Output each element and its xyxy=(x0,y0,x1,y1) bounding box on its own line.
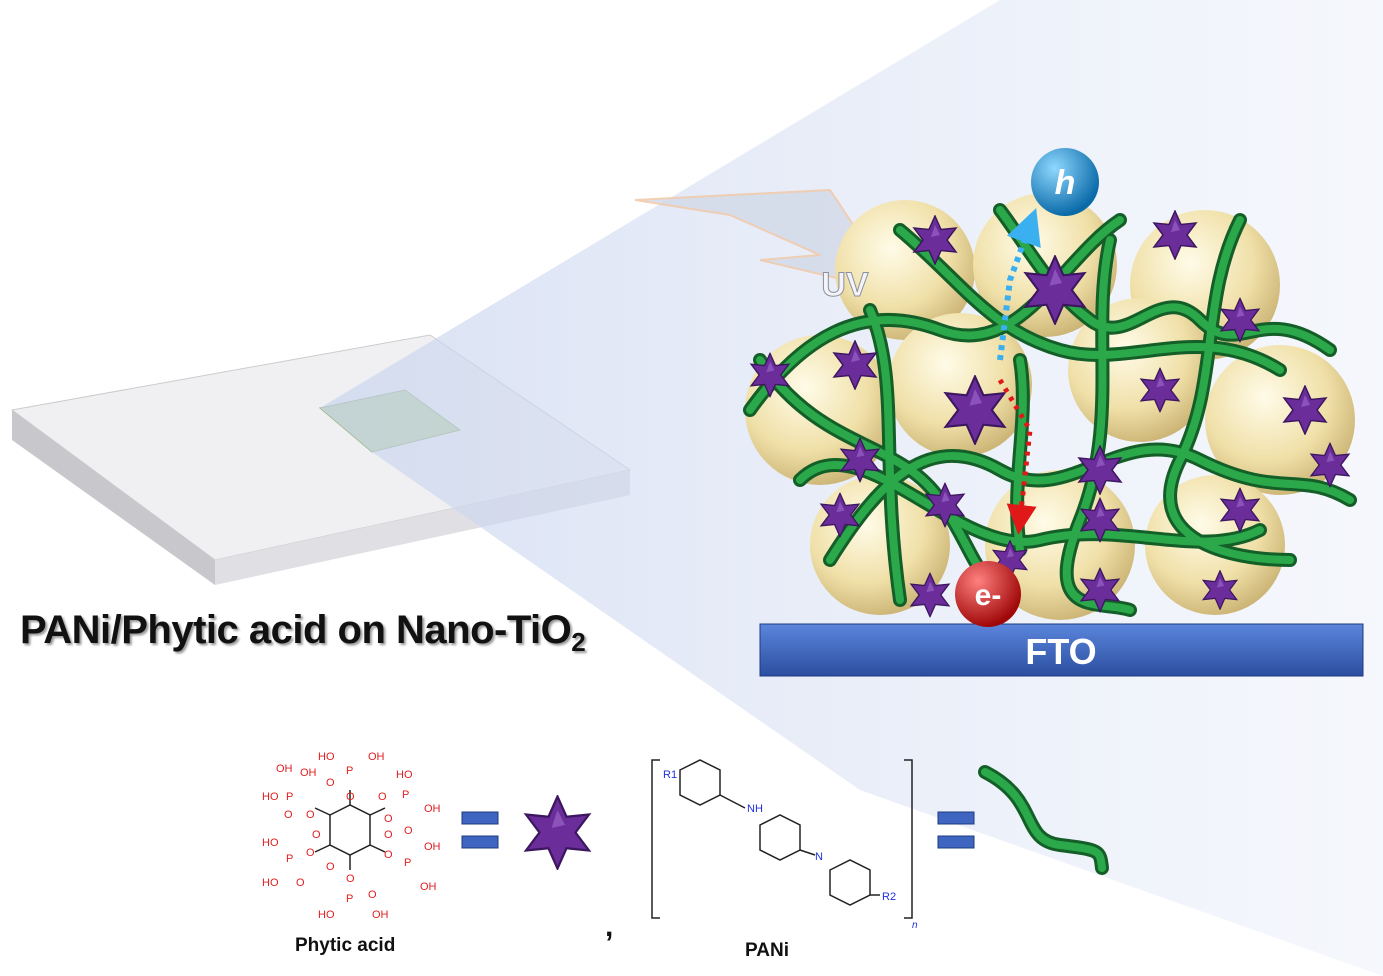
equals-sign-2 xyxy=(937,811,975,849)
phytic-atom-label: HO xyxy=(396,769,413,781)
phytic-atom-label: P xyxy=(346,893,353,905)
phytic-atom-label: O xyxy=(384,849,393,861)
phytic-acid-structure xyxy=(314,790,386,870)
pani-n: N xyxy=(815,851,823,863)
phytic-atom-label: HO xyxy=(262,877,279,889)
phytic-atom-label: HO xyxy=(262,837,279,849)
phytic-atom-label: O xyxy=(404,825,413,837)
phytic-atom-label: O xyxy=(368,889,377,901)
phytic-atom-label: OH xyxy=(276,763,293,775)
electron-ball xyxy=(955,561,1021,627)
phytic-atom-label: O xyxy=(326,861,335,873)
phytic-atom-label: O xyxy=(384,829,393,841)
phytic-atom-label: O xyxy=(284,809,293,821)
phytic-atom-label: P xyxy=(286,853,293,865)
phytic-atom-label: O xyxy=(326,777,335,789)
phytic-atom-label: P xyxy=(402,789,409,801)
phytic-atom-label: O xyxy=(384,813,393,825)
pani-r1: R1 xyxy=(663,769,677,781)
hole-label: h xyxy=(1055,164,1076,202)
phytic-atom-label: HO xyxy=(318,751,335,763)
phytic-atom-label: O xyxy=(346,791,355,803)
equals-sign-1 xyxy=(461,811,499,849)
fto-substrate xyxy=(759,623,1364,677)
phytic-atom-label: O xyxy=(306,809,315,821)
legend-star-icon xyxy=(524,795,591,870)
hole-transfer-arrow xyxy=(997,208,1041,361)
phytic-atom-label: HO xyxy=(262,791,279,803)
pani-nh: NH xyxy=(747,803,763,815)
title-text: PANi/Phytic acid on Nano-TiO xyxy=(20,608,572,652)
fto-label: FTO xyxy=(1025,631,1096,672)
phytic-atom-label: OH xyxy=(420,881,437,893)
title-subscript: 2 xyxy=(571,627,586,657)
phytic-acid-label: Phytic acid xyxy=(295,935,396,956)
phytic-atom-label: O xyxy=(296,877,305,889)
electron-label: e- xyxy=(975,579,1002,612)
hole-ball xyxy=(1031,148,1099,216)
phytic-atom-label: P xyxy=(404,857,411,869)
phytic-atom-label: OH xyxy=(372,909,389,921)
phytic-atom-label: O xyxy=(346,873,355,885)
legend-tube-icon xyxy=(978,765,1109,875)
pani-n-subscript: n xyxy=(912,920,918,931)
figure-title: PANi/Phytic acid on Nano-TiO2 xyxy=(20,608,586,658)
phytic-atom-label: P xyxy=(286,791,293,803)
phytic-atom-label: OH xyxy=(368,751,385,763)
phytic-atom-label: O xyxy=(312,829,321,841)
phytic-atom-label: HO xyxy=(318,909,335,921)
phytic-atom-label: OH xyxy=(424,803,441,815)
comma-separator: , xyxy=(605,910,614,943)
phytic-atom-label: OH xyxy=(424,841,441,853)
phytic-atom-label: OH xyxy=(300,767,317,779)
phytic-atom-label: O xyxy=(306,847,315,859)
uv-label: UV xyxy=(821,266,869,304)
pani-structure xyxy=(651,759,913,919)
phytic-atom-label: P xyxy=(346,765,353,777)
pani-label: PANi xyxy=(745,940,789,961)
phytic-atom-label: O xyxy=(378,791,387,803)
pani-r2: R2 xyxy=(882,891,896,903)
